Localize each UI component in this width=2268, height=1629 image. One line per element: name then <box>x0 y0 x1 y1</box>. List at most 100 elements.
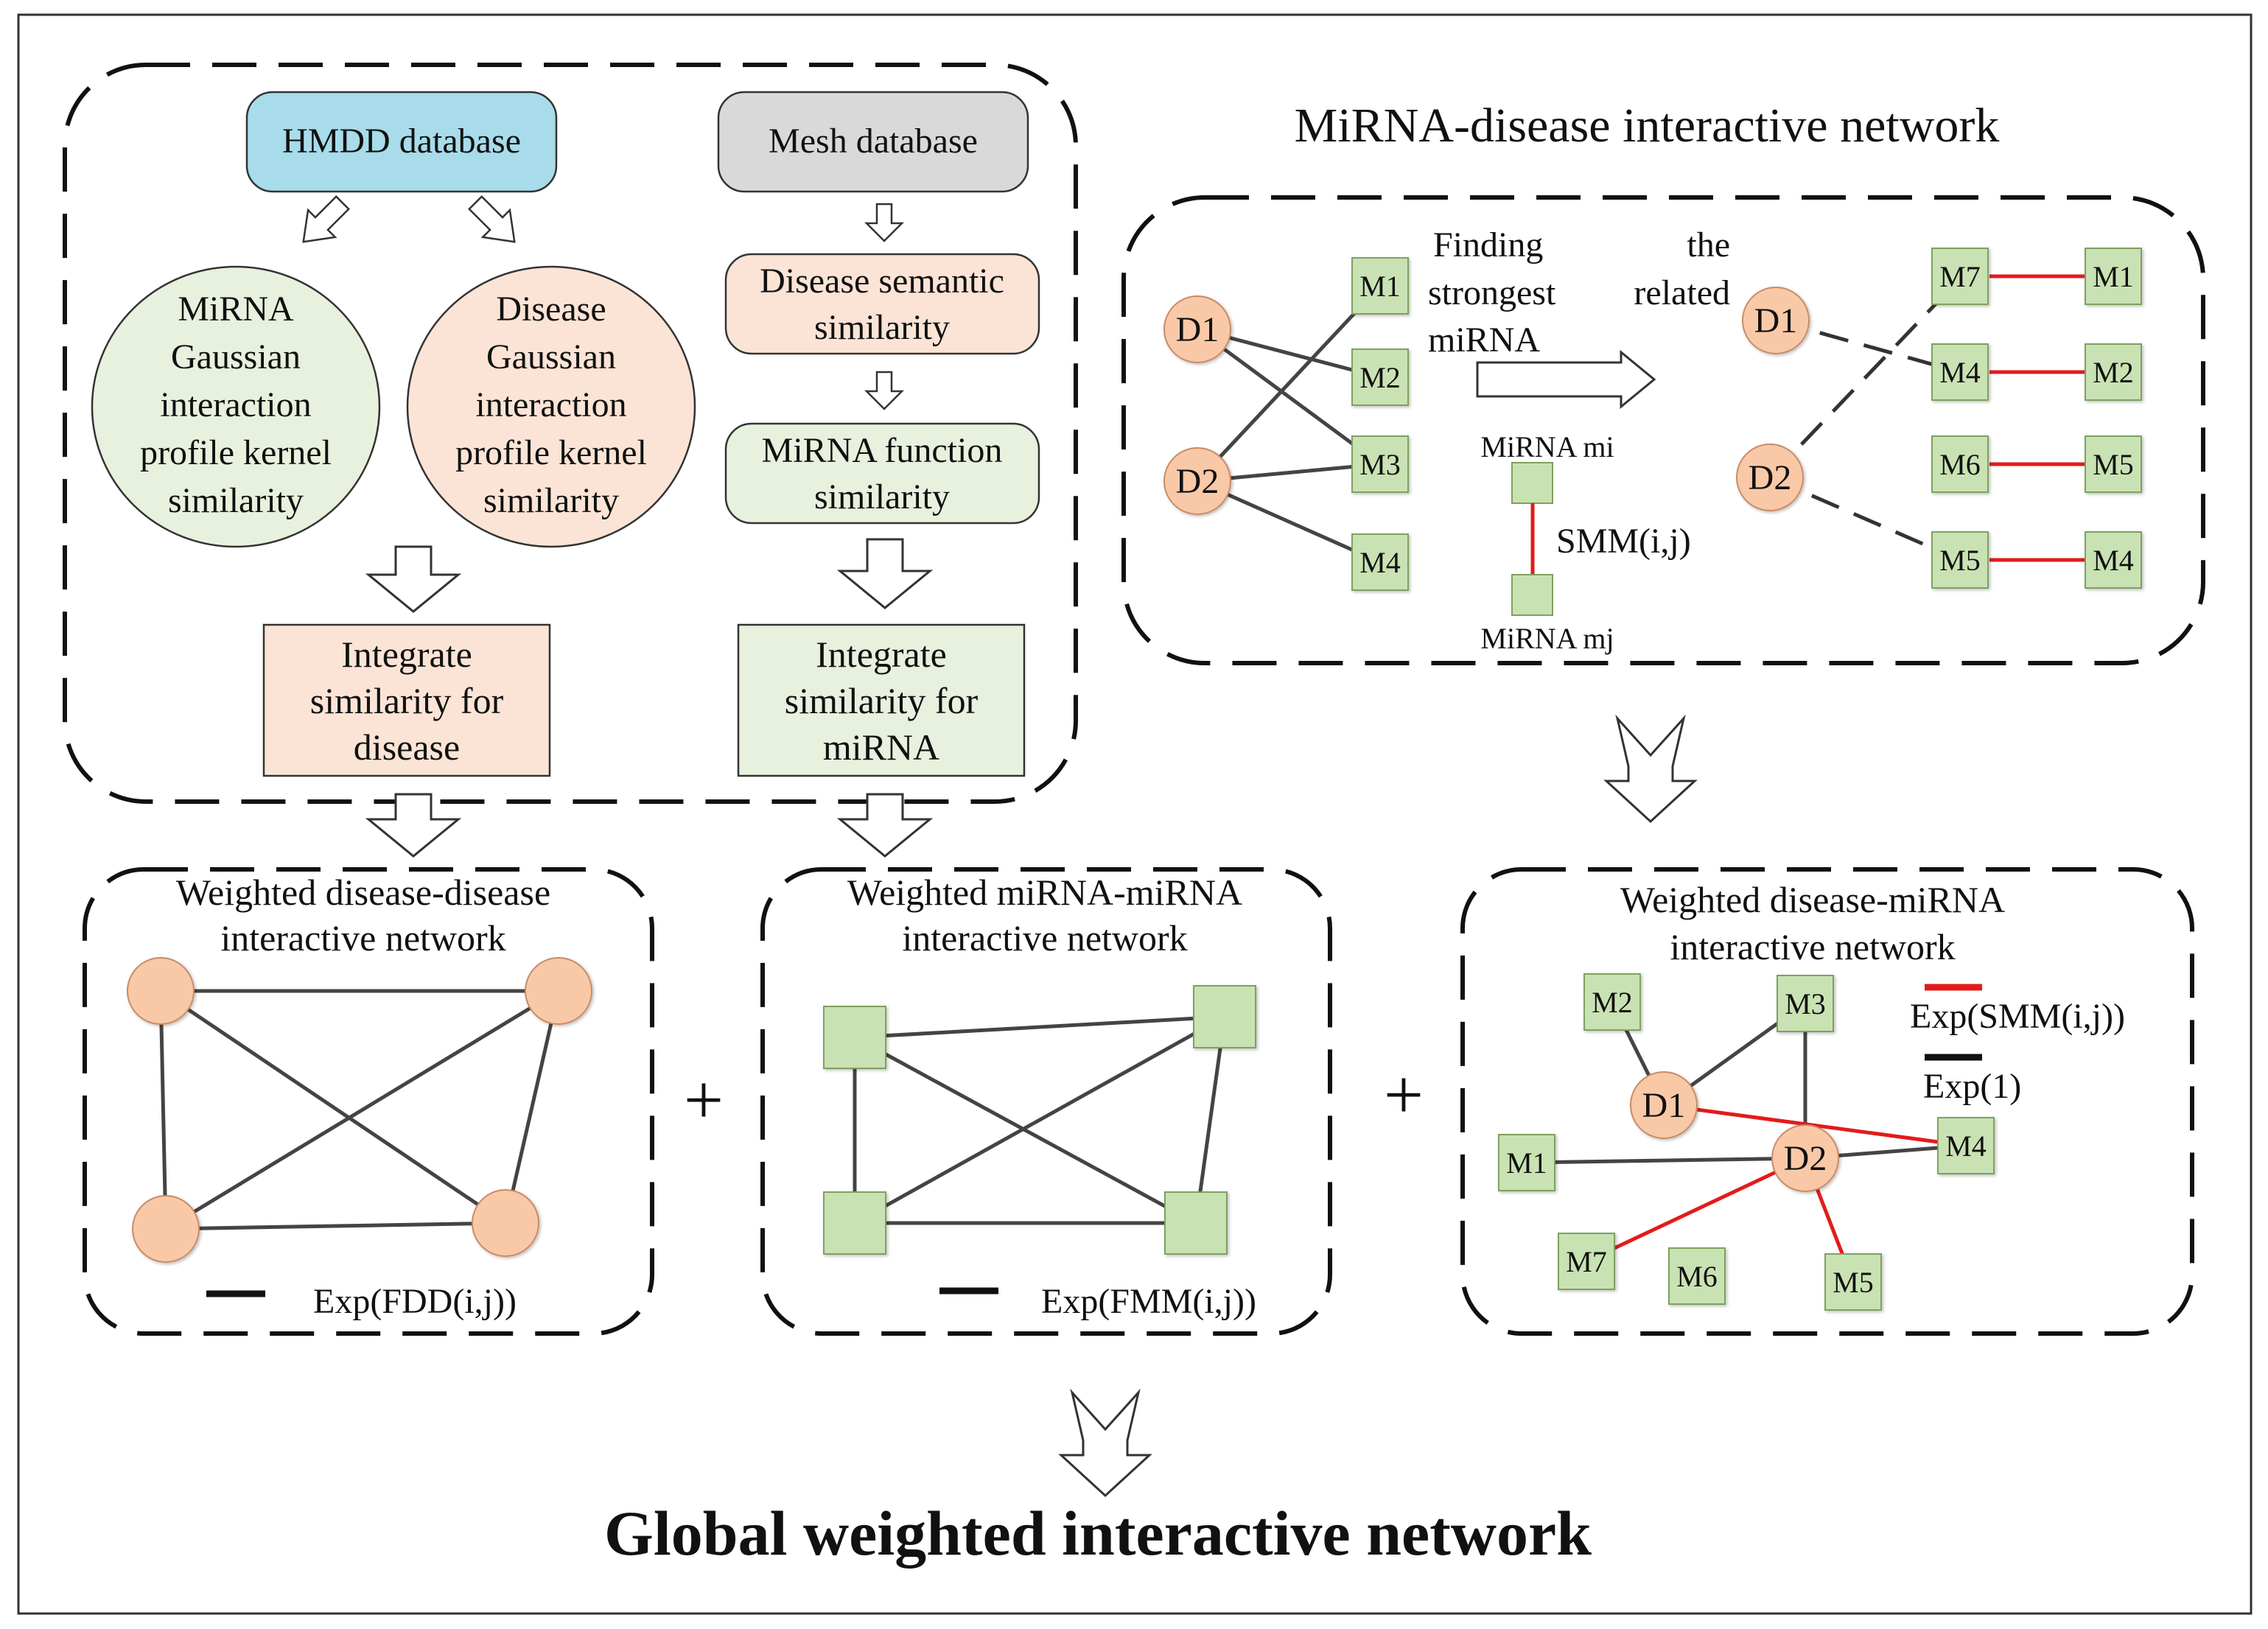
mirna-gip-line-4: profile kernel <box>140 433 332 472</box>
integrate-disease-line-3: disease <box>354 726 460 768</box>
dm-label-d2: D2 <box>1784 1139 1827 1178</box>
strongest-word: strongest <box>1428 273 1556 312</box>
hmdd-right-arrow <box>467 195 516 243</box>
dm-network-title-line-1: Weighted disease-miRNA <box>1620 879 2005 920</box>
chevron-down-arrow-right <box>1603 714 1698 824</box>
dm-node-m6 <box>1668 1247 1726 1305</box>
disease-gip-line-5: similarity <box>483 481 619 520</box>
left-mirna-label-m2: M2 <box>1359 361 1401 394</box>
integrate-mirna-line-3: miRNA <box>823 726 939 768</box>
mirna-function-line-2: similarity <box>814 477 950 516</box>
dm-label-m1: M1 <box>1506 1146 1547 1180</box>
disease-semantic-line-1: Disease semantic <box>760 262 1004 301</box>
plus-sign-1: + <box>684 1060 724 1139</box>
right-col-a-m6 <box>1931 435 1989 493</box>
mesh-database-label: Mesh database <box>769 122 978 161</box>
right-col-a-label-m5: M5 <box>1939 544 1981 577</box>
disease-gip-line-1: Disease <box>496 290 606 329</box>
mirna-gip-line-1: MiRNA <box>178 290 294 329</box>
right-disease-node-d2 <box>1736 444 1804 511</box>
right-red-links <box>1989 274 2085 562</box>
the-word: the <box>1687 225 1730 265</box>
right-col-b-label-m5: M5 <box>2093 448 2134 481</box>
left-mirna-node-m2 <box>1351 348 1409 406</box>
disease-gip-circle <box>406 265 696 548</box>
right-col-b-label-m1: M1 <box>2093 260 2134 293</box>
right-col-b-m4 <box>2085 531 2142 589</box>
down-arrow-to-mm-network <box>836 793 934 858</box>
mm-node-top-right <box>1193 985 1256 1048</box>
disease-gip-line-2: Gaussian <box>486 337 616 376</box>
left-mirna-node-m1 <box>1351 257 1409 315</box>
mm-network-title-line-1: Weighted miRNA-miRNA <box>847 872 1242 913</box>
mirna-function-box <box>724 422 1040 525</box>
disease-gip-line-3: interaction <box>475 385 626 424</box>
left-mirna-label-m1: M1 <box>1359 270 1401 303</box>
dm-node-m3 <box>1777 975 1834 1032</box>
right-col-b-m2 <box>2085 343 2142 401</box>
left-disease-label-d1: D1 <box>1176 310 1219 349</box>
dd-network-title-line-2: interactive network <box>220 917 505 959</box>
dm-node-d2 <box>1771 1124 1839 1192</box>
interactive-network-panel <box>1121 195 2205 665</box>
hmdd-database-box <box>245 91 558 193</box>
right-dashed-links <box>1768 277 1961 562</box>
mirna-gip-line-2: Gaussian <box>171 337 301 376</box>
dd-node-top-left <box>127 957 195 1025</box>
right-col-b-m1 <box>2085 248 2142 305</box>
dm-network-panel <box>1460 867 2194 1336</box>
mirna-mj-node <box>1511 574 1553 616</box>
disease-gip-line-4: profile kernel <box>455 433 647 472</box>
mesh-database-box <box>717 91 1029 193</box>
disease-semantic-line-2: similarity <box>814 308 950 347</box>
left-mirna-label-m3: M3 <box>1359 448 1401 481</box>
right-col-b-m5 <box>2085 435 2142 493</box>
integrate-disease-line-1: Integrate <box>341 634 472 675</box>
left-disease-node-d2 <box>1163 447 1231 515</box>
right-col-a-m5 <box>1931 531 1989 589</box>
dd-legend-label: Exp(FDD(i,j)) <box>313 1282 517 1321</box>
right-col-a-label-m4: M4 <box>1939 356 1981 389</box>
dm-node-d1 <box>1630 1071 1698 1139</box>
dd-node-bottom-right <box>472 1189 539 1257</box>
integrate-mirna-line-1: Integrate <box>816 634 947 675</box>
finding-word: Finding <box>1433 225 1543 265</box>
mirna-function-line-1: MiRNA function <box>762 431 1003 470</box>
left-disease-node-d1 <box>1163 295 1231 363</box>
dm-network-title-line-2: interactive network <box>1670 926 1955 967</box>
right-col-a-m7 <box>1931 248 1989 305</box>
mm-network-panel <box>760 867 1332 1336</box>
dm-legend-red-label: Exp(SMM(i,j)) <box>1910 997 2125 1036</box>
right-disease-label-d1: D1 <box>1754 301 1798 340</box>
mm-node-bottom-left <box>823 1191 886 1255</box>
dm-node-m1 <box>1498 1134 1555 1191</box>
similarity-panel <box>63 63 1078 804</box>
left-mirna-label-m4: M4 <box>1359 546 1401 579</box>
right-col-b-label-m2: M2 <box>2093 356 2134 389</box>
right-disease-node-d1 <box>1742 287 1810 354</box>
mm-node-top-left <box>823 1006 886 1069</box>
mm-node-bottom-right <box>1164 1191 1228 1255</box>
mirna-word: miRNA <box>1428 320 1540 360</box>
dm-label-m7: M7 <box>1566 1245 1607 1278</box>
plus-sign-2: + <box>1384 1055 1424 1134</box>
dd-node-top-right <box>525 957 592 1025</box>
interactive-network-title: MiRNA-disease interactive network <box>1295 99 2000 153</box>
mesh-down-arrow-2 <box>864 371 905 410</box>
dm-label-m6: M6 <box>1676 1260 1718 1293</box>
related-word: related <box>1634 273 1730 312</box>
dm-label-m4: M4 <box>1945 1129 1987 1163</box>
dd-network-edges <box>158 989 561 1231</box>
dd-network-title-line-1: Weighted disease-disease <box>176 872 550 913</box>
mesh-down-arrow-1 <box>864 203 905 242</box>
dd-node-bottom-left <box>132 1195 200 1263</box>
right-disease-label-d2: D2 <box>1749 458 1792 497</box>
smm-label: SMM(i,j) <box>1556 522 1691 561</box>
mirna-gip-line-5: similarity <box>168 481 304 520</box>
dm-node-m7 <box>1558 1233 1615 1290</box>
hmdd-left-arrow <box>302 195 351 243</box>
hmdd-database-label: HMDD database <box>282 122 521 161</box>
disease-semantic-box <box>724 253 1040 355</box>
right-col-a-label-m7: M7 <box>1939 260 1981 293</box>
mirna-gip-line-3: interaction <box>160 385 311 424</box>
